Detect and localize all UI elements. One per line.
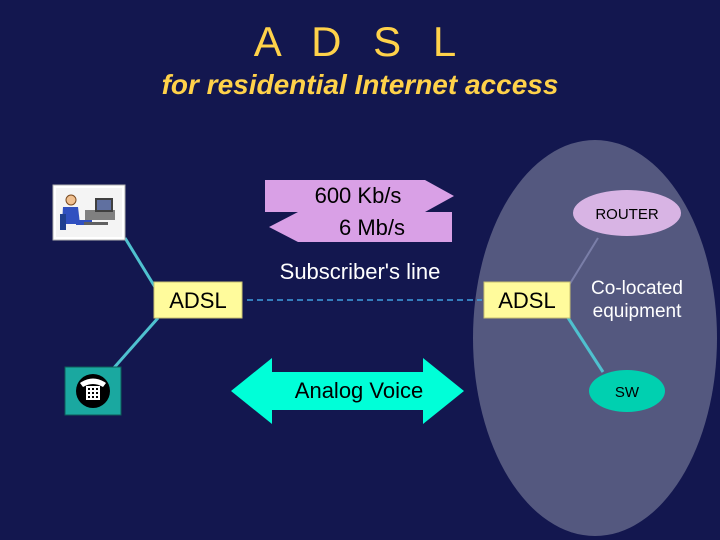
analog-voice-label: Analog Voice <box>295 378 423 403</box>
sw-connector <box>561 309 605 373</box>
downstream-speed: 600 Kb/s <box>315 183 402 208</box>
colocated-label-line1: Co-located <box>591 278 683 299</box>
analog-voice-arrow <box>231 358 464 424</box>
computer-connector <box>123 237 160 293</box>
phone-connector <box>110 317 160 371</box>
adsl-modem-left <box>153 281 243 319</box>
colocated-label-line2: equipment <box>593 301 682 322</box>
downstream-arrow <box>265 180 454 212</box>
upstream-arrow <box>269 212 452 242</box>
adsl-modem-right <box>483 281 571 319</box>
adsl-left-label: ADSL <box>169 288 226 313</box>
switch-label: SW <box>615 384 640 401</box>
upstream-speed: 6 Mb/s <box>339 215 405 240</box>
telephone-icon <box>64 366 122 416</box>
central-office-oval <box>473 140 717 536</box>
page-subtitle: for residential Internet access <box>161 69 559 100</box>
router-label: ROUTER <box>595 206 659 223</box>
computer-user-icon <box>52 184 126 241</box>
switch-node <box>589 370 665 412</box>
router-node <box>573 190 681 236</box>
page-title: A D S L <box>253 18 467 65</box>
adsl-right-label: ADSL <box>498 288 555 313</box>
subscriber-line-label: Subscriber's line <box>280 259 441 284</box>
